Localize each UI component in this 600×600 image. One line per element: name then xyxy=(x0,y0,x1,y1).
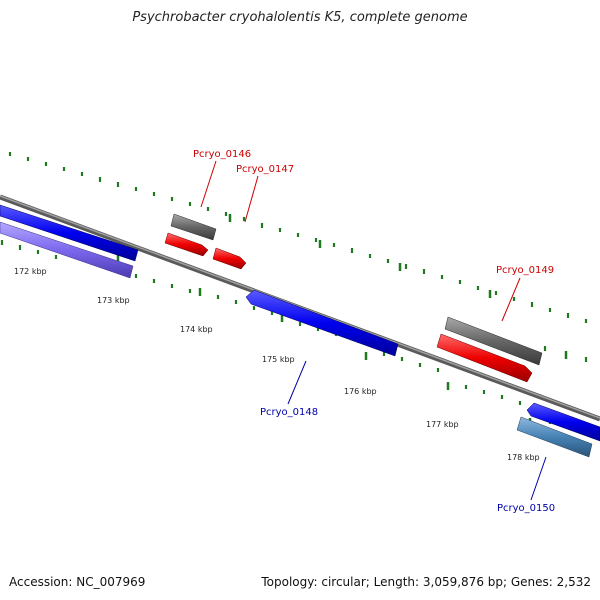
genome-stats-text: Topology: circular; Length: 3,059,876 bp… xyxy=(261,575,591,589)
leader-lines xyxy=(200,160,547,501)
scale-labels: 172 kbp 173 kbp 174 kbp 175 kbp 176 kbp … xyxy=(14,267,540,462)
gene-label-pcryo-0150[interactable]: Pcryo_0150 xyxy=(497,503,555,514)
gene-features xyxy=(0,204,600,458)
map-title: Psychrobacter cryohalolentis K5, complet… xyxy=(132,10,468,25)
lower-tick-track xyxy=(0,240,588,434)
gene-labels: Pcryo_0146 Pcryo_0147 Pcryo_0148 Pcryo_0… xyxy=(193,149,555,514)
accession-text: Accession: NC_007969 xyxy=(9,575,146,589)
purple-feature-left[interactable] xyxy=(0,221,134,279)
gene-label-pcryo-0148[interactable]: Pcryo_0148 xyxy=(260,407,318,418)
steel-feature-0150[interactable] xyxy=(516,416,593,458)
forward-gene-0149[interactable] xyxy=(436,333,533,383)
scale-label: 176 kbp xyxy=(344,387,377,396)
reverse-gene-left[interactable] xyxy=(0,204,139,262)
scale-label: 172 kbp xyxy=(14,267,47,276)
reverse-gene-0150[interactable] xyxy=(526,402,600,442)
pseudo-gene-0149[interactable] xyxy=(444,316,543,366)
gene-label-pcryo-0146[interactable]: Pcryo_0146 xyxy=(193,149,251,160)
scale-label: 173 kbp xyxy=(97,296,130,305)
reverse-gene-0148[interactable] xyxy=(245,289,399,357)
pseudo-gene-0146[interactable] xyxy=(170,213,217,241)
scale-label: 177 kbp xyxy=(426,420,459,429)
forward-gene-0147[interactable] xyxy=(212,247,247,270)
scale-label: 178 kbp xyxy=(507,453,540,462)
scale-label: 175 kbp xyxy=(262,355,295,364)
scale-label: 174 kbp xyxy=(180,325,213,334)
gene-label-pcryo-0149[interactable]: Pcryo_0149 xyxy=(496,265,554,276)
gene-label-pcryo-0147[interactable]: Pcryo_0147 xyxy=(236,164,294,175)
forward-gene-0146[interactable] xyxy=(164,232,209,257)
upper-tick-track xyxy=(8,152,588,362)
